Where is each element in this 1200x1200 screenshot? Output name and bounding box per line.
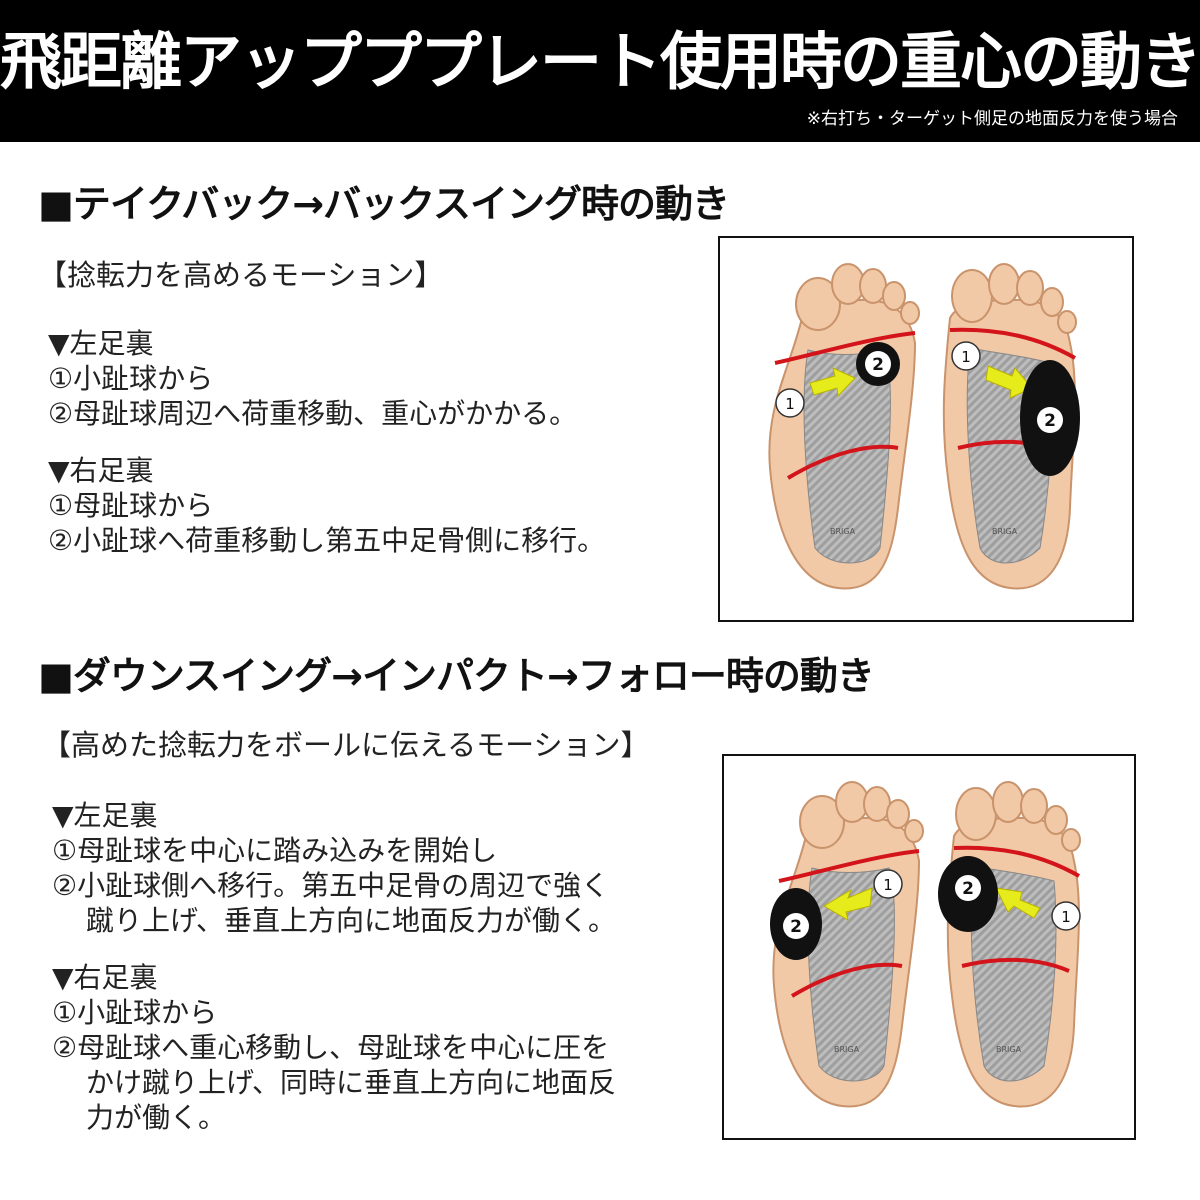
header-note: ※右打ち・ターゲット側足の地面反力を使う場合 xyxy=(806,109,1178,129)
left-foot: BRIGA 2 1 xyxy=(770,781,924,1108)
section-2-subheading: 【高めた捻転力をボールに伝えるモーション】 xyxy=(42,728,650,762)
left-foot-title: ▼左足裏 xyxy=(48,327,154,360)
section-1-subheading: 【捻転力を高めるモーション】 xyxy=(38,258,444,292)
feet-illustration: BRIGA 2 1 BRIGA 2 1 xyxy=(770,781,1081,1108)
marker-1-label: 1 xyxy=(961,348,971,366)
feet-illustration: BRIGA 2 1 BRIGA 2 1 xyxy=(768,263,1080,590)
brand-label: BRIGA xyxy=(996,1045,1022,1054)
marker-1-label: 1 xyxy=(1061,908,1071,926)
brand-label: BRIGA xyxy=(992,527,1018,536)
section-2-text: ▼左足裏 ①母趾球を中心に踏み込みを開始し ②小趾球側へ移行。第五中足骨の周辺で… xyxy=(52,798,616,1135)
left-foot-step: ①小趾球から xyxy=(48,362,214,395)
left-foot-title: ▼左足裏 xyxy=(52,799,158,832)
section-2-foot-diagram: BRIGA 2 1 BRIGA 2 1 xyxy=(722,754,1136,1140)
arrow-icon xyxy=(809,367,856,398)
arrow-icon xyxy=(995,887,1041,919)
marker-1-label: 1 xyxy=(883,876,893,894)
left-foot-step: 蹴り上げ、垂直上方向に地面反力が働く。 xyxy=(86,904,617,937)
left-foot: BRIGA 2 1 xyxy=(768,263,920,590)
brand-label: BRIGA xyxy=(834,1045,860,1054)
arrow-icon xyxy=(985,365,1033,399)
marker-2-label: 2 xyxy=(872,355,884,375)
left-foot-step: ②母趾球周辺へ荷重移動、重心がかかる。 xyxy=(48,397,578,430)
marker-1-icon xyxy=(1051,901,1081,931)
marker-2-label: 2 xyxy=(962,879,974,899)
right-foot-title: ▼右足裏 xyxy=(52,961,158,994)
right-foot-step: ②母趾球へ重心移動し、母趾球を中心に圧を xyxy=(52,1031,610,1064)
right-foot-step: ①母趾球から xyxy=(48,489,214,522)
marker-1-icon xyxy=(951,341,981,371)
left-foot-step: ①母趾球を中心に踏み込みを開始し xyxy=(52,834,498,867)
right-foot: BRIGA 2 1 xyxy=(938,781,1081,1108)
section-1-heading: ■テイクバック→バックスイング時の動き xyxy=(38,182,730,226)
marker-2-label: 2 xyxy=(790,917,802,937)
brand-label: BRIGA xyxy=(830,527,856,536)
page-title: 飛距離アップププレート使用時の重心の動き xyxy=(0,25,1200,98)
section-1-text: ▼左足裏 ①小趾球から ②母趾球周辺へ荷重移動、重心がかかる。 ▼右足裏 ①母趾… xyxy=(48,326,605,558)
marker-1-icon xyxy=(873,869,903,899)
title-banner: 飛距離アップププレート使用時の重心の動き ※右打ち・ターゲット側足の地面反力を使… xyxy=(0,0,1200,142)
left-foot-step: ②小趾球側へ移行。第五中足骨の周辺で強く xyxy=(52,869,610,902)
section-1-foot-diagram: BRIGA 2 1 BRIGA 2 1 xyxy=(718,236,1134,622)
right-foot-title: ▼右足裏 xyxy=(48,454,154,487)
right-foot: BRIGA 2 1 xyxy=(942,263,1080,590)
right-foot-step: 力が働く。 xyxy=(86,1101,227,1134)
marker-1-icon xyxy=(775,388,805,418)
section-2-heading: ■ダウンスイング→インパクト→フォロー時の動き xyxy=(38,654,875,698)
marker-2-label: 2 xyxy=(1044,411,1056,431)
right-foot-step: かけ蹴り上げ、同時に垂直上方向に地面反 xyxy=(86,1066,617,1099)
marker-1-label: 1 xyxy=(785,395,795,413)
arrow-icon xyxy=(823,887,873,922)
right-foot-step: ②小趾球へ荷重移動し第五中足骨側に移行。 xyxy=(48,524,606,557)
right-foot-step: ①小趾球から xyxy=(52,996,218,1029)
